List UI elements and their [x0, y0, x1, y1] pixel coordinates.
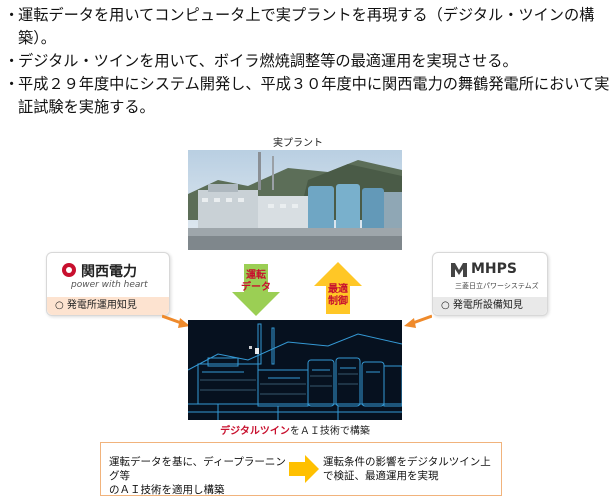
bullet-mark: ・: [4, 6, 20, 24]
verification-text: 運転条件の影響をデジタルツイン上 で検証、最適運用を実現: [323, 455, 498, 483]
explanation-box: 運転データを基に、ディープラーニング等 のＡＩ技術を適用し構築 運転条件の影響を…: [100, 442, 502, 496]
bullet-item: ・ 平成２９年度中にシステム開発し、平成３０年度中に関西電力の舞鶴発電所において…: [4, 73, 610, 119]
optimal-control-arrow: [314, 262, 362, 314]
plant-label: 実プラント: [273, 138, 323, 149]
kepco-name: 関西電力: [81, 264, 137, 280]
digital-twin-caption-highlight: デジタルツイン: [220, 426, 290, 437]
operation-data-label: 運転 データ: [232, 270, 280, 294]
digital-twin-caption: デジタルツインをＡＩ技術で構築: [188, 422, 402, 437]
operation-data-label-line1: 運転: [246, 270, 266, 281]
plant-photo: [188, 150, 402, 250]
bullet-text: 運転データを用いてコンピュータ上で実プラントを再現する（デジタル・ツインの構築）…: [18, 6, 595, 47]
kepco-connector-arrow: [162, 314, 190, 328]
bullet-text: デジタル・ツインを用いて、ボイラ燃焼調整等の最適運用を実現させる。: [18, 52, 518, 70]
digital-twin-image: [188, 320, 402, 420]
mhps-subtitle: 三菱日立パワーシステムズ: [455, 282, 539, 290]
kepco-tagline: power with heart: [71, 280, 148, 290]
optimal-control-label: 最適 制御: [314, 284, 362, 308]
operation-data-label-line2: データ: [241, 282, 271, 293]
kepco-logo-icon: [62, 263, 76, 277]
result-arrow-icon: [289, 455, 319, 483]
mhps-connector-arrow: [404, 314, 432, 328]
bullet-mark: ・: [4, 52, 20, 70]
build-method-text: 運転データを基に、ディープラーニング等 のＡＩ技術を適用し構築: [109, 455, 289, 497]
bullet-mark: ・: [4, 75, 20, 93]
optimal-control-label-line2: 制御: [328, 296, 348, 307]
operation-data-arrow: [232, 264, 280, 316]
build-method-line1: 運転データを基に、ディープラーニング等: [109, 456, 286, 482]
mhps-logo-icon: [451, 263, 467, 277]
optimal-control-label-line1: 最適: [328, 284, 348, 295]
bullet-item: ・ デジタル・ツインを用いて、ボイラ燃焼調整等の最適運用を実現させる。: [4, 50, 610, 73]
mhps-knowledge: ○ 発電所設備知見: [433, 297, 547, 315]
build-method-line2: のＡＩ技術を適用し構築: [109, 484, 225, 496]
verification-line1: 運転条件の影響をデジタルツイン上: [323, 456, 491, 468]
kepco-card: 関西電力 power with heart ○ 発電所運用知見: [46, 252, 170, 316]
digital-twin-caption-rest: をＡＩ技術で構築: [289, 426, 370, 437]
verification-line2: で検証、最適運用を実現: [323, 470, 439, 482]
mhps-name: MHPS: [471, 261, 517, 277]
kepco-knowledge: ○ 発電所運用知見: [47, 297, 169, 315]
bullet-item: ・ 運転データを用いてコンピュータ上で実プラントを再現する（デジタル・ツインの構…: [4, 4, 610, 50]
bullet-text: 平成２９年度中にシステム開発し、平成３０年度中に関西電力の舞鶴発電所において実証…: [18, 75, 610, 116]
mhps-card: MHPS 三菱日立パワーシステムズ ○ 発電所設備知見: [432, 252, 548, 316]
bullet-list: ・ 運転データを用いてコンピュータ上で実プラントを再現する（デジタル・ツインの構…: [4, 4, 610, 119]
